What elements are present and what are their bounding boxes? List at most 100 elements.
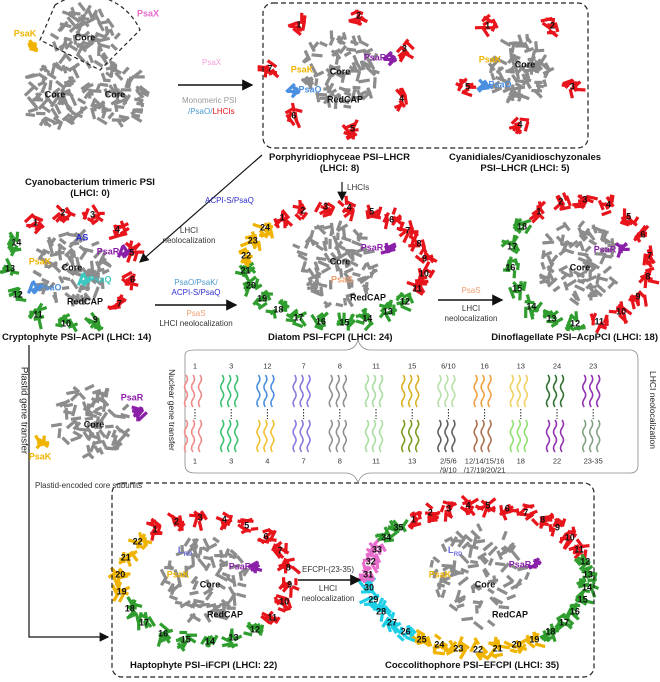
- lhci-cyanid-3: [561, 78, 586, 99]
- lhci-number: 11: [33, 309, 43, 320]
- lhci-number: 5: [626, 211, 632, 222]
- arrow-label-psas: PsaS: [186, 309, 206, 318]
- lhci-number: 14: [581, 582, 593, 593]
- lhci-number: 16: [505, 262, 516, 273]
- lhci-number: 7: [647, 250, 653, 261]
- strip-bottom-number: /17/19/20/21: [463, 465, 506, 475]
- lhci-number: 9: [287, 579, 293, 590]
- lhci-cyanid-4: [508, 116, 530, 135]
- lhci-number: 2: [427, 507, 433, 518]
- lhci-number: 2: [60, 207, 66, 218]
- title-line: (LHCI: 8): [319, 163, 360, 174]
- strip-bottom-number: 1: [192, 456, 198, 466]
- lhci-number: 8: [540, 514, 546, 525]
- lhci-helix: [588, 419, 594, 453]
- lhci-hapto-14: [200, 634, 219, 648]
- lhci-hapto-4: [215, 511, 234, 531]
- lhci-number: 17: [558, 617, 570, 628]
- lhci-cocco-10: [558, 526, 578, 551]
- lhci-helix: [256, 374, 261, 408]
- lhci-crypto-12: [7, 286, 27, 303]
- lhci-number: 1: [536, 206, 542, 217]
- lhci-helix: [509, 374, 515, 408]
- lhci-helix: [364, 419, 370, 453]
- psar-shape: [247, 560, 263, 574]
- lhci-number: 31: [363, 569, 374, 580]
- lhci-dino-17: [500, 234, 521, 255]
- label-line: neolocalization: [301, 594, 355, 603]
- psar-shape: [380, 242, 397, 255]
- lhci-number: 15: [180, 634, 191, 645]
- core-label-hapto: Core: [199, 579, 221, 590]
- strip-bottom-number: 22: [552, 456, 562, 466]
- lhci-number: 13: [582, 569, 593, 580]
- lhci-porphy-3: [395, 38, 415, 63]
- arrow-label-monomeric: Monomeric PSI: [182, 96, 237, 105]
- lhci-number: 3: [323, 201, 329, 212]
- lhci-cyanid-2: [540, 16, 560, 38]
- lhci-diatom-13: [378, 299, 398, 323]
- lhci-helix: [335, 419, 341, 453]
- lhci-number: 3: [582, 194, 588, 205]
- lhci-crypto-11: [27, 302, 48, 330]
- lhci-number: 25: [416, 634, 427, 645]
- lhci-number: 7: [267, 63, 273, 74]
- arrow-label-lhcis-2: LHCIs: [347, 183, 370, 192]
- lhci-dino-3: [572, 194, 598, 210]
- lhci-cocco-4: [459, 494, 480, 517]
- lhci-number: 15: [512, 283, 523, 294]
- lhci-number: 6: [263, 531, 269, 542]
- lhci-number: 1: [296, 19, 302, 30]
- lhci-cocco-26: [396, 624, 417, 643]
- psak-shape: [34, 434, 50, 450]
- lhci-number: 4: [346, 202, 352, 213]
- strip-top-number: 6/10: [441, 361, 456, 371]
- lhci-number: 17: [139, 617, 150, 628]
- lhci-helix: [183, 419, 189, 453]
- lhci-dino-14: [524, 294, 544, 320]
- lhci-helix: [371, 374, 377, 408]
- arrow-label-psao: /PsaO/: [188, 107, 213, 116]
- lhci-helix: [263, 419, 268, 453]
- lhci-number: 11: [412, 283, 422, 294]
- lhci-diatom-6: [382, 207, 404, 230]
- lhci-crypto-13: [0, 257, 20, 276]
- lhci-dino-5: [619, 208, 640, 227]
- lhci-porphy-5: [341, 119, 359, 141]
- lhci-cocco-11: [568, 538, 590, 560]
- lhci-helix: [342, 419, 348, 453]
- lhci-cocco-13: [581, 564, 598, 585]
- title-line: Cyanobacterium trimeric PSI: [25, 177, 155, 188]
- lhci-cocco-1: [407, 510, 423, 530]
- lhci-crypto-3: [81, 204, 105, 226]
- lhci-number: 4: [221, 514, 227, 525]
- lhci-number: 4: [605, 199, 611, 210]
- lhci-number: 19: [529, 634, 540, 645]
- psak-label-cyanid: PsaK: [478, 54, 502, 65]
- lhci-dino-18: [512, 217, 533, 235]
- lhci-number: 14: [526, 301, 537, 312]
- lhci-number: 24: [434, 639, 445, 650]
- core-label-porphy: Core: [329, 66, 351, 77]
- lhci-dino-11: [589, 312, 610, 334]
- lhci-helix: [545, 419, 551, 453]
- lhci-helix: [306, 419, 311, 453]
- lrp-subscript: RP: [183, 551, 193, 558]
- lhci-helix: [473, 374, 478, 408]
- lhci-hapto-12: [243, 621, 265, 637]
- lhci-dino-10: [608, 301, 633, 324]
- lhci-number: 6: [389, 214, 395, 225]
- lhci-number: 3: [446, 503, 452, 514]
- lhci-helix: [328, 374, 334, 408]
- psar-label-diatom: PsaR: [360, 242, 384, 253]
- lhci-number: 12: [580, 556, 591, 567]
- strip-bottom-number: 2/5/6: [440, 456, 457, 466]
- lhci-hapto-19: [110, 581, 131, 603]
- lhci-cocco-9: [548, 517, 567, 537]
- psao-label-crypto: PsaO: [38, 282, 62, 293]
- psar-shape: [131, 405, 148, 422]
- lhci-helix: [378, 374, 384, 408]
- lhci-number: 32: [365, 556, 376, 567]
